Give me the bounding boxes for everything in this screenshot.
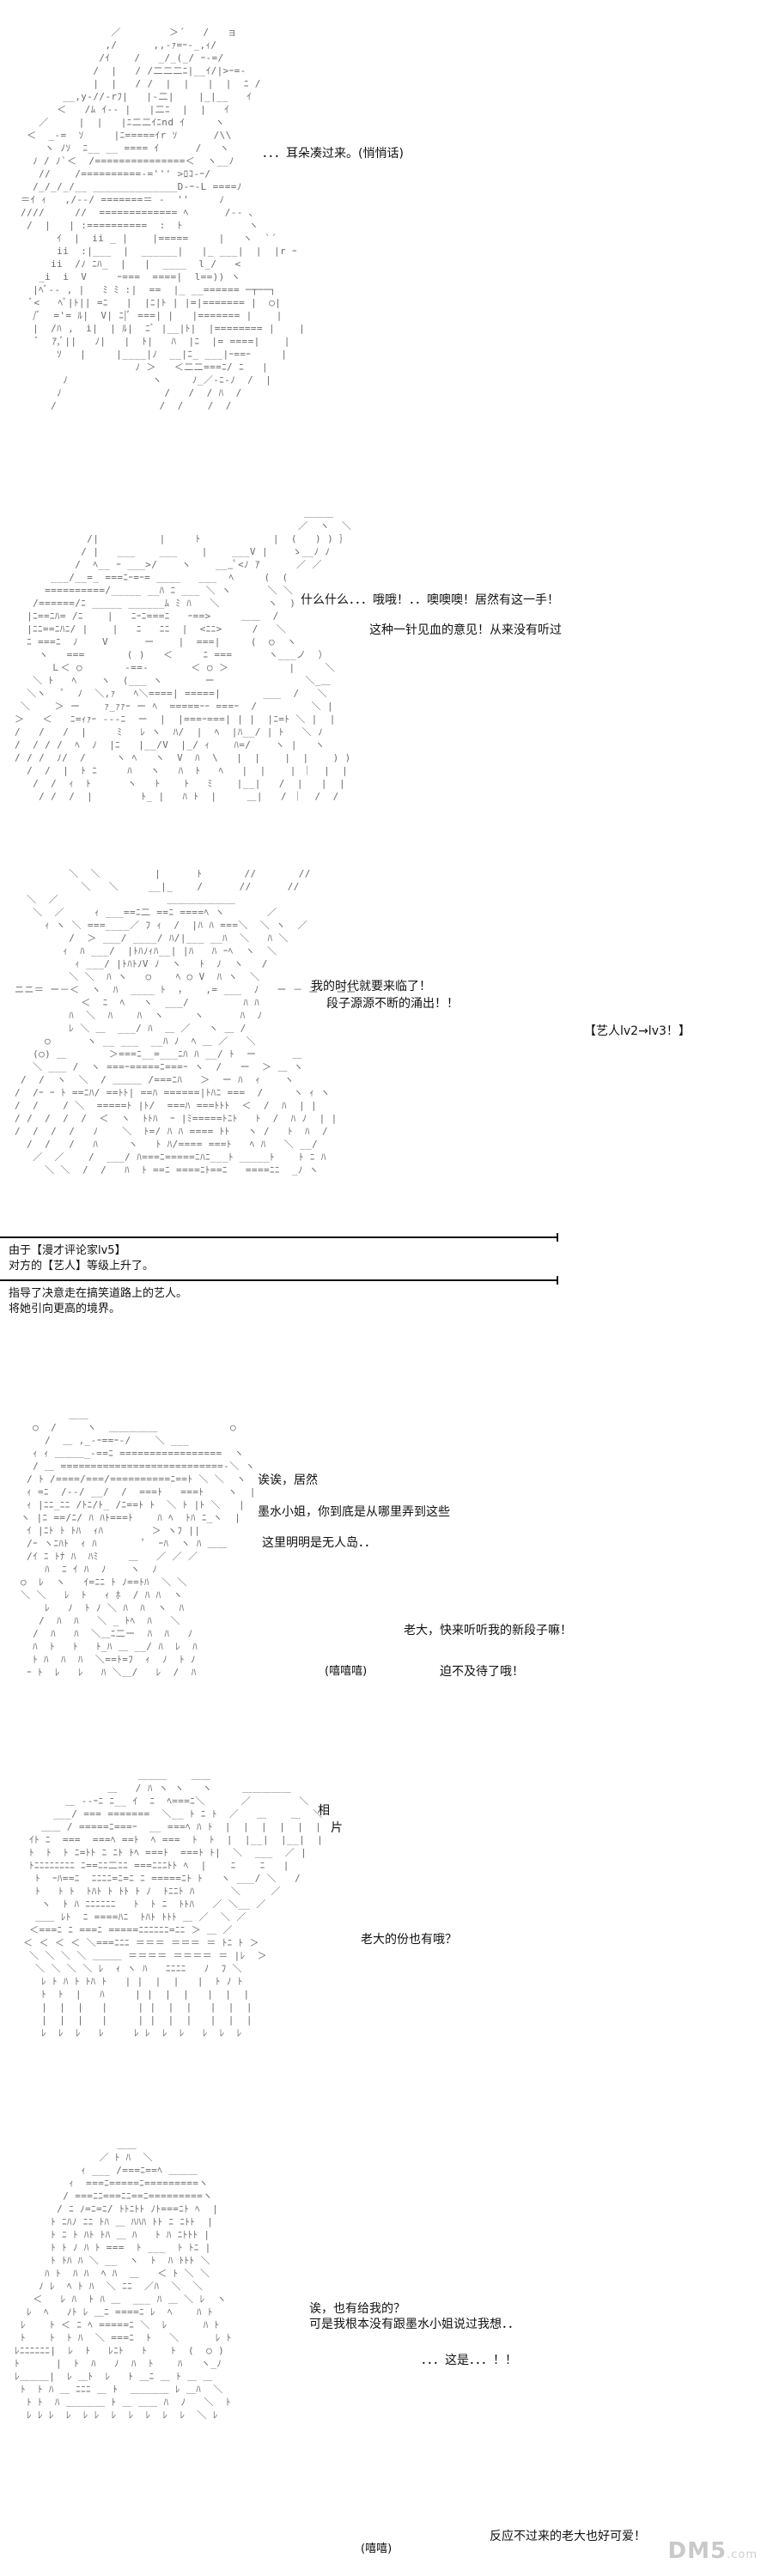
dialogue-line: ．．．耳朵凑过来。(悄悄话) <box>262 147 404 161</box>
panel-7: ＿＿ ／ ﾄ ﾊ ＼ ｨ ___ /===ﾆ==ﾍ ＿＿＿ ｨ ===ﾆ====… <box>0 2121 773 2576</box>
panel-3: ＼ ＼ | ﾄ // // ＼ ＼ __|_ / // // ＼ ／ ＿＿＿＿＿… <box>0 867 773 1228</box>
system-text: 由于【漫才评论家lv5】 <box>9 1244 126 1257</box>
status-text: 【艺人lv2→lv3！】 <box>584 1024 691 1038</box>
dialogue-line: 这种一针见血的意见！从来没有听过 <box>369 623 562 637</box>
watermark-logo: DM5.com <box>668 2538 758 2564</box>
dialogue-line: 段子源源不断的涌出！！ <box>326 997 459 1011</box>
divider-line <box>0 1236 558 1238</box>
divider-line <box>0 1279 558 1281</box>
dialogue-line: 反应不过来的老大也好可爱！ <box>490 2530 646 2543</box>
system-text: 对方的【艺人】等级上升了。 <box>9 1260 155 1273</box>
dialogue-line: 迫不及待了哦！ <box>440 1665 524 1679</box>
watermark-brand: DM5 <box>667 2538 727 2564</box>
system-text: 将她引向更高的境界。 <box>9 1303 121 1315</box>
dialogue-line: 可是我根本没有跟墨水小姐说过我想．． <box>309 2318 520 2331</box>
sound-effect: (嘻嘻嘻) <box>325 1665 368 1678</box>
ascii-art-character: ／ ＞´ / ョ ,/ ,,-ｧ=ｰ-_,ｨ/ /ｲ / _/_(_/ ｰ-=/… <box>21 27 306 411</box>
photo-label: 相 <box>318 1804 330 1818</box>
ascii-art-character: ＿＿ ／ ﾄ ﾊ ＼ ｨ ___ /===ﾆ==ﾍ ＿＿＿ ｨ ===ﾆ====… <box>15 2139 232 2421</box>
ascii-art-character: ＿＿ ○ / ヽ ＿＿＿＿＿ ○ / ＿ ,_-ｰ==ｰ-/ ＼ ___ ｨ ｨ… <box>21 1409 256 1678</box>
divider-tick <box>557 1233 558 1242</box>
dialogue-line: 这里明明是无人岛．． <box>262 1536 376 1550</box>
panel-1: ／ ＞´ / ョ ,/ ,,-ｧ=ｰ-_,ｨ/ /ｲ / _/_(_/ ｰ-=/… <box>0 0 773 498</box>
dialogue-line: 诶诶，居然 <box>258 1473 318 1487</box>
dialogue-line: 老大，快来听听我的新段子嘛！ <box>404 1624 572 1637</box>
dialogue-line: 诶，也有给我的？ <box>309 2302 405 2316</box>
panel-4-system: 由于【漫才评论家lv5】 对方的【艺人】等级上升了。 指导了决意走在搞笑道路上的… <box>0 1233 773 1374</box>
panel-2: ＿＿＿ ／ ヽ ＼ /| | ﾄ | ( ) ) ｝ / | ___ ___ |… <box>0 507 773 850</box>
watermark-suffix: .com <box>727 2549 758 2561</box>
panel-6: ＿＿＿ ＿＿ ＿ / ﾊ ヽ ヽ ヽ ＿＿＿＿＿ ＿ --ｰﾆ ﾆ__ ｲ ﾆ … <box>0 1717 773 2129</box>
dialogue-line: 墨水小姐，你到底是从哪里弄到这些 <box>258 1505 450 1519</box>
photo-label: 片 <box>331 1821 343 1835</box>
panel-5: ＿＿ ○ / ヽ ＿＿＿＿＿ ○ / ＿ ,_-ｰ==ｰ-/ ＼ ___ ｨ ｨ… <box>0 1374 773 1717</box>
system-text: 指导了决意走在搞笑道路上的艺人。 <box>9 1287 188 1300</box>
ascii-art-character: ＼ ＼ | ﾄ // // ＼ ＼ __|_ / // // ＼ ／ ＿＿＿＿＿… <box>15 868 356 1176</box>
dialogue-line: 什么什么．．．哦哦！．．噢噢噢！居然有这一手！ <box>301 593 559 607</box>
dialogue-line: ．．．这是．．．！！ <box>421 2354 517 2367</box>
divider-tick <box>557 1276 558 1285</box>
ascii-art-character: ＿＿＿ ／ ヽ ＼ /| | ﾄ | ( ) ) ｝ / | ___ ___ |… <box>15 507 352 802</box>
dialogue-line: 我的时代就要来临了！ <box>311 980 431 993</box>
ascii-art-character: ＿＿＿ ＿＿ ＿ / ﾊ ヽ ヽ ヽ ＿＿＿＿＿ ＿ --ｰﾆ ﾆ__ ｲ ﾆ … <box>23 1770 324 2038</box>
sound-effect: (嘻嘻) <box>361 2543 393 2555</box>
dialogue-line: 老大的份也有哦？ <box>361 1933 457 1947</box>
